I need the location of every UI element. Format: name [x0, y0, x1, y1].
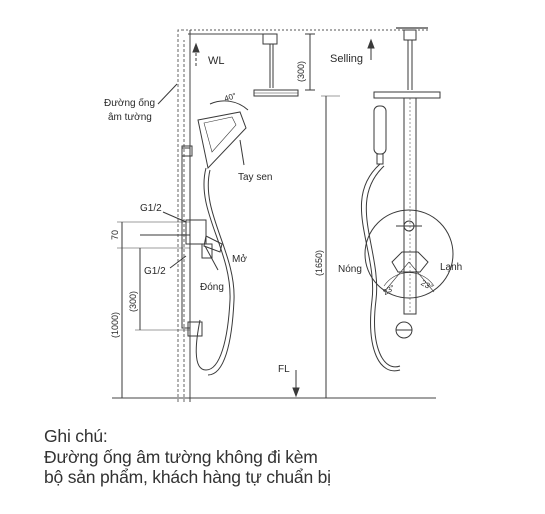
front-hand-grip	[376, 153, 384, 165]
nong-label: Nóng	[338, 264, 362, 275]
g12-bottom-leader	[169, 255, 187, 269]
slide-bar	[181, 147, 191, 329]
hand-shower-face	[203, 116, 237, 153]
fl-label: FL	[278, 364, 290, 375]
note-line-2: Đường ống âm tường không đi kèm	[44, 446, 318, 467]
wl-label: WL	[208, 55, 225, 67]
front-mount	[403, 29, 417, 41]
angle-23-left: 23°	[381, 283, 396, 297]
g12-bottom-label: G1/2	[144, 266, 166, 277]
angle-right-line	[408, 261, 435, 293]
front-rain-head	[373, 91, 441, 99]
mo-label: Mở	[232, 253, 247, 265]
dim-1650: (1650)	[314, 250, 324, 276]
angle-arc	[383, 272, 435, 287]
hose	[195, 167, 231, 371]
wall-outlet	[187, 321, 203, 337]
mixer-body	[185, 219, 207, 245]
selling-arrow	[367, 38, 375, 49]
ceiling-mount	[262, 33, 278, 45]
dim-70: 70	[110, 230, 120, 240]
pipe-label-line1: Đường ống	[104, 97, 155, 109]
note-line-3: bộ sản phẩm, khách hàng tự chuẩn bị	[44, 467, 331, 487]
tay-sen-leader	[239, 139, 245, 166]
dim-300-mid: (300)	[128, 291, 138, 312]
lanh-label: Lạnh	[440, 262, 462, 273]
mixer-handle	[201, 243, 213, 259]
concealed-pipe	[177, 29, 188, 402]
rain-head-side	[253, 89, 299, 97]
front-hand-shower	[373, 105, 387, 155]
pipe-label-leader	[157, 83, 178, 105]
wl-arrow	[192, 42, 200, 53]
tay-sen-label: Tay sen	[238, 172, 272, 183]
pipe-label-line2: âm tường	[108, 112, 152, 123]
dim-1000: (1000)	[110, 312, 120, 338]
mixer-lever	[203, 235, 223, 253]
selling-label: Selling	[330, 53, 363, 65]
note-title: Ghi chú:	[44, 426, 108, 446]
angle-left-line	[383, 261, 410, 293]
note-block: Ghi chú: Đường ống âm tường không đi kèm…	[44, 426, 331, 488]
front-hose	[361, 163, 401, 372]
fl-arrow	[292, 387, 300, 398]
g12-top-leader	[162, 211, 187, 223]
hand-shower-head	[197, 111, 247, 170]
front-hose-2	[365, 165, 401, 368]
angle-40-label: 40°	[223, 91, 237, 103]
g12-top-label: G1/2	[140, 203, 162, 214]
front-lever	[391, 251, 429, 273]
lever-guide	[204, 245, 219, 271]
slide-bracket-top	[181, 145, 193, 157]
dim-300-top: (300)	[296, 61, 306, 82]
angle-40-arc	[209, 100, 249, 111]
hose-outer	[207, 169, 235, 376]
front-mixer-plate	[364, 209, 454, 299]
dong-label: Đóng	[200, 282, 224, 293]
